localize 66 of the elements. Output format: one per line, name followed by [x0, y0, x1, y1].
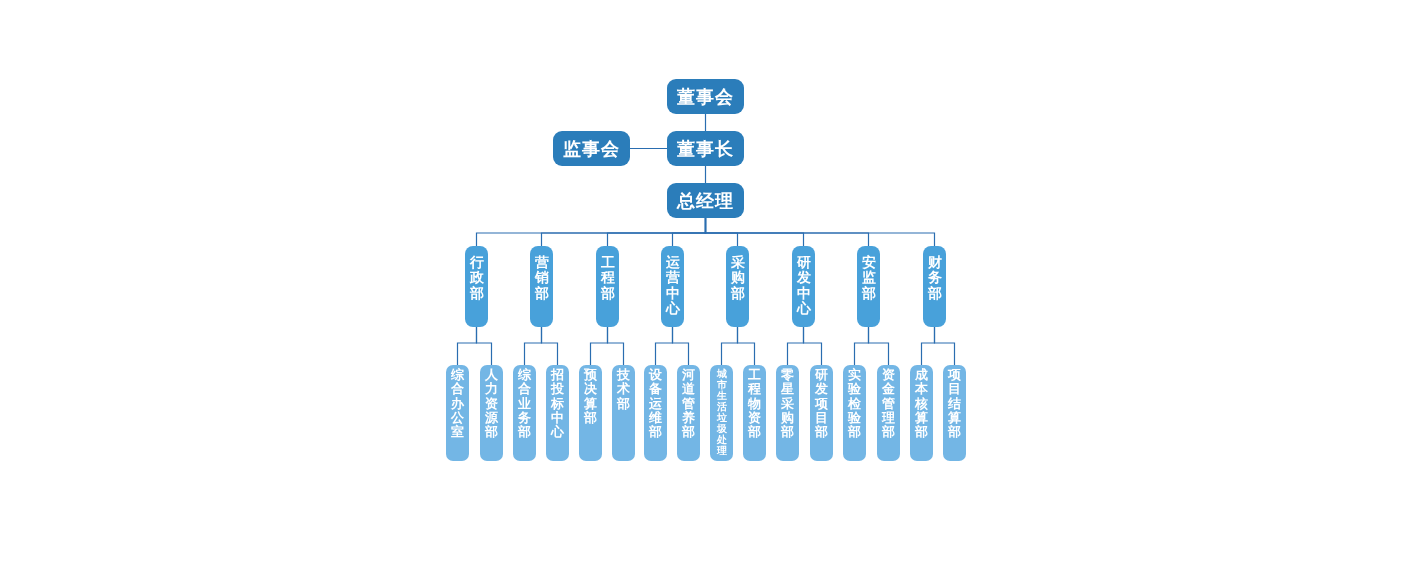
connector-line [933, 326, 956, 366]
node-label: 董事长 [677, 136, 734, 161]
sub-department-box [513, 365, 536, 461]
node-label: 研发中心 [796, 255, 811, 317]
node-label: 成本核算部 [915, 368, 928, 440]
node-label: 零星采购部 [781, 368, 794, 440]
sub-department-box [843, 365, 866, 461]
node-label: 技术部 [617, 368, 630, 411]
node-label: 董事会 [677, 84, 734, 109]
sub-department-box [579, 365, 602, 461]
sub-department-box [910, 365, 933, 461]
node-label: 行政部 [469, 255, 484, 302]
node-label: 招投标中心 [551, 368, 564, 440]
connector-line [867, 326, 890, 366]
node-label: 财务部 [927, 255, 942, 302]
node-label: 采购部 [730, 255, 745, 302]
sub-department-box [710, 365, 733, 461]
connector-line [704, 217, 936, 247]
department-box [596, 246, 619, 327]
connector-line [802, 326, 823, 366]
connector-line [475, 326, 493, 366]
node-label: 工程部 [600, 255, 615, 302]
connector-line [606, 326, 625, 366]
sub-department-box [612, 365, 635, 461]
connector-line [629, 147, 668, 150]
sub-department-box [480, 365, 503, 461]
sub-department-box [943, 365, 966, 461]
sub-department-box [743, 365, 766, 461]
department-box [923, 246, 946, 327]
node-label: 城市生活垃圾处理 [716, 368, 727, 456]
sub-department-box [810, 365, 833, 461]
sub-department-box [877, 365, 900, 461]
role-box [667, 183, 744, 218]
department-box [465, 246, 488, 327]
node-label: 实验检验部 [848, 368, 861, 440]
sub-department-box [677, 365, 700, 461]
node-label: 总经理 [677, 188, 734, 213]
node-label: 运营中心 [665, 255, 680, 317]
node-label: 营销部 [534, 255, 549, 302]
role-box [553, 131, 630, 166]
department-box [792, 246, 815, 327]
sub-department-box [546, 365, 569, 461]
node-label: 预决算部 [584, 368, 597, 426]
department-box [726, 246, 749, 327]
node-label: 综合办公室 [451, 368, 464, 440]
node-label: 河道管养部 [682, 368, 695, 440]
node-label: 监事会 [563, 136, 620, 161]
role-box [667, 131, 744, 166]
node-label: 设备运维部 [649, 368, 662, 440]
department-box [857, 246, 880, 327]
department-box [661, 246, 684, 327]
sub-department-box [644, 365, 667, 461]
sub-department-box [776, 365, 799, 461]
node-label: 综合业务部 [518, 368, 531, 440]
sub-department-box [446, 365, 469, 461]
node-label: 工程物资部 [748, 368, 761, 440]
node-label: 项目结算部 [948, 368, 961, 440]
connector-line [671, 326, 690, 366]
node-label: 安监部 [861, 255, 876, 302]
node-label: 人力资源部 [485, 368, 498, 440]
department-box [530, 246, 553, 327]
connector-line [540, 326, 559, 366]
connector-line [736, 326, 756, 366]
node-label: 资金管理部 [882, 368, 895, 440]
node-label: 研发项目部 [815, 368, 828, 440]
role-box [667, 79, 744, 114]
